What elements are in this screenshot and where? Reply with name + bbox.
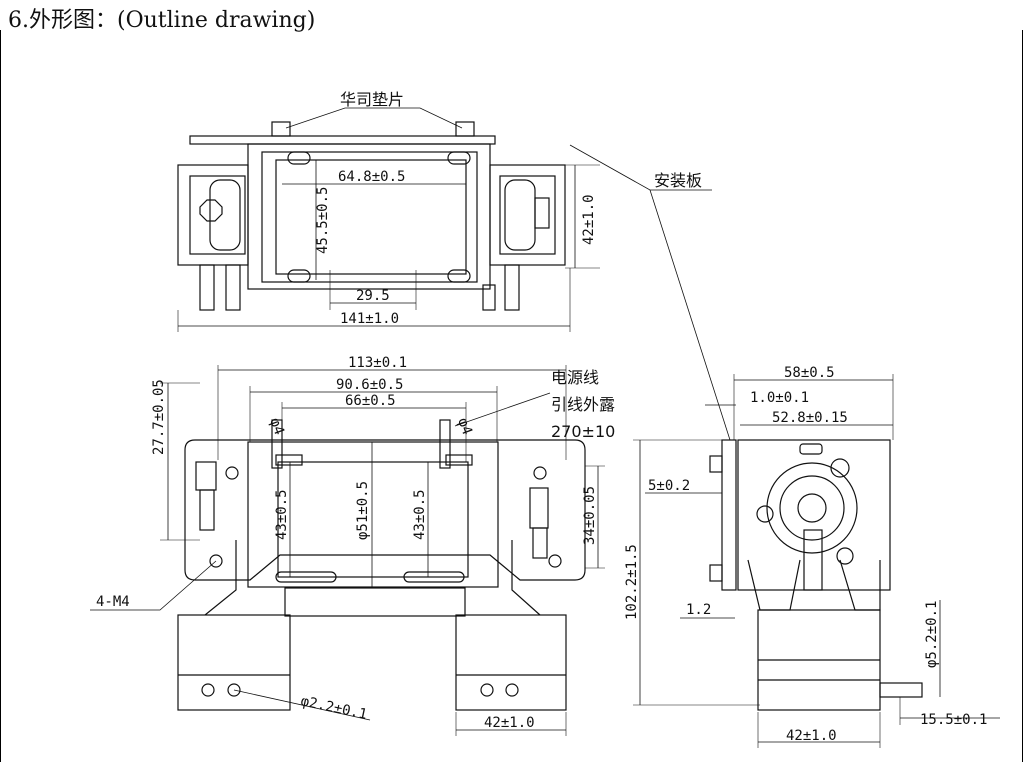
dim-front-113: 113±0.1 [348, 355, 407, 371]
dim-front-phi2-2: φ2.2±0.1 [299, 693, 368, 723]
label-power-line-3: 270±10 [551, 422, 615, 441]
dim-front-34: 34±0.05 [582, 486, 598, 545]
dim-side-52-8: 52.8±0.15 [772, 410, 848, 426]
dim-front-43-right: 43±0.5 [412, 489, 428, 540]
label-washer: 华司垫片 [340, 90, 404, 109]
mount-flange-front [184, 439, 586, 581]
mount-hole-tl [225, 466, 239, 480]
mount-hole-tr [533, 466, 547, 480]
washer-right [455, 121, 475, 137]
dim-top-64-8: 64.8±0.5 [338, 169, 405, 185]
dim-side-42-bottom: 42±1.0 [786, 728, 837, 744]
dim-side-1-2: 1.2 [686, 602, 711, 618]
pump-head-left-top [177, 164, 249, 266]
mount-plate-side [721, 439, 737, 591]
dim-front-42-bottom: 42±1.0 [484, 715, 535, 731]
motor-body-front [247, 441, 499, 588]
dim-side-phi5-2: φ5.2±0.1 [924, 601, 940, 668]
label-mount-plate: 安装板 [654, 171, 702, 190]
pump-head-right-front [455, 614, 567, 711]
dim-front-phi4-left: φ4 [266, 416, 287, 437]
dim-front-51: φ51±0.5 [355, 481, 371, 540]
washer-left [271, 121, 291, 137]
dim-top-42: 42±1.0 [581, 194, 597, 245]
label-power-line-2: 引线外露 [551, 395, 615, 414]
dim-side-15-5: 15.5±0.1 [920, 712, 987, 728]
page-title: 6.外形图：(Outline drawing) [8, 8, 316, 33]
motor-body-top [247, 143, 491, 290]
pump-head-right-top [489, 164, 566, 266]
side-view [633, 374, 1000, 748]
label-screws: 4-M4 [96, 594, 130, 610]
drawing-frame-right [1022, 30, 1023, 762]
dim-front-66: 66±0.5 [345, 393, 396, 409]
top-view [177, 107, 731, 441]
outlet-nozzle-side [879, 682, 923, 698]
dim-side-5: 5±0.2 [648, 478, 690, 494]
dim-side-102-2: 102.2±1.5 [624, 544, 640, 620]
mount-plate-top [189, 135, 496, 145]
dim-front-43-left: 43±0.5 [274, 489, 290, 540]
dim-top-141: 141±1.0 [340, 311, 399, 327]
front-view [90, 365, 605, 736]
dim-top-29-5: 29.5 [356, 288, 390, 304]
mount-hole-bl [209, 554, 223, 568]
dim-front-phi4-right: φ4 [454, 416, 475, 437]
dim-front-27-7: 27.7±0.05 [151, 379, 167, 455]
label-power-line-1: 电源线 [551, 368, 599, 387]
dim-front-90-6: 90.6±0.5 [336, 377, 403, 393]
dim-side-58: 58±0.5 [784, 365, 835, 381]
pump-head-left-front [177, 614, 291, 711]
drawing-frame-left [0, 30, 1, 762]
dim-top-45-5: 45.5±0.5 [315, 187, 331, 254]
pump-head-circle [766, 462, 858, 554]
mount-hole-br [548, 554, 562, 568]
dim-side-1-0: 1.0±0.1 [750, 390, 809, 406]
